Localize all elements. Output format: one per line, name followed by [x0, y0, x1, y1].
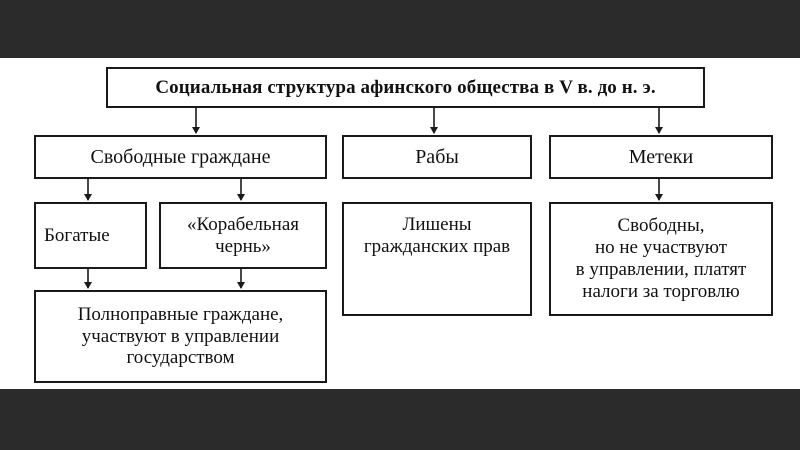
- ship-mob-box: «Корабельная чернь»: [159, 202, 327, 269]
- full-citizens-label: Полноправные граждане, участвуют в управ…: [77, 303, 284, 369]
- bottom-dark-band: [0, 389, 800, 450]
- diagram-title-box: Социальная структура афинского общества …: [106, 67, 705, 108]
- full-citizens-box: Полноправные граждане, участвуют в управ…: [34, 290, 327, 383]
- rich-box: Богатые: [34, 202, 147, 269]
- metics-label: Метеки: [628, 145, 694, 168]
- metics-box: Метеки: [549, 135, 773, 179]
- slaves-box: Рабы: [342, 135, 532, 179]
- rich-label: Богатые: [44, 224, 110, 246]
- slaves-desc-label: Лишены гражданских прав: [363, 214, 511, 257]
- ship-mob-label: «Корабельная чернь»: [187, 213, 299, 257]
- slaves-label: Рабы: [415, 145, 459, 168]
- metics-desc-box: Свободны, но не участвуют в управлении, …: [549, 202, 773, 316]
- free-citizens-label: Свободные граждане: [90, 145, 271, 168]
- slaves-desc-box: Лишены гражданских прав: [342, 202, 532, 316]
- metics-desc-label: Свободны, но не участвуют в управлении, …: [575, 215, 747, 302]
- free-citizens-box: Свободные граждане: [34, 135, 327, 179]
- diagram-title: Социальная структура афинского общества …: [155, 76, 656, 98]
- top-dark-band: [0, 0, 800, 58]
